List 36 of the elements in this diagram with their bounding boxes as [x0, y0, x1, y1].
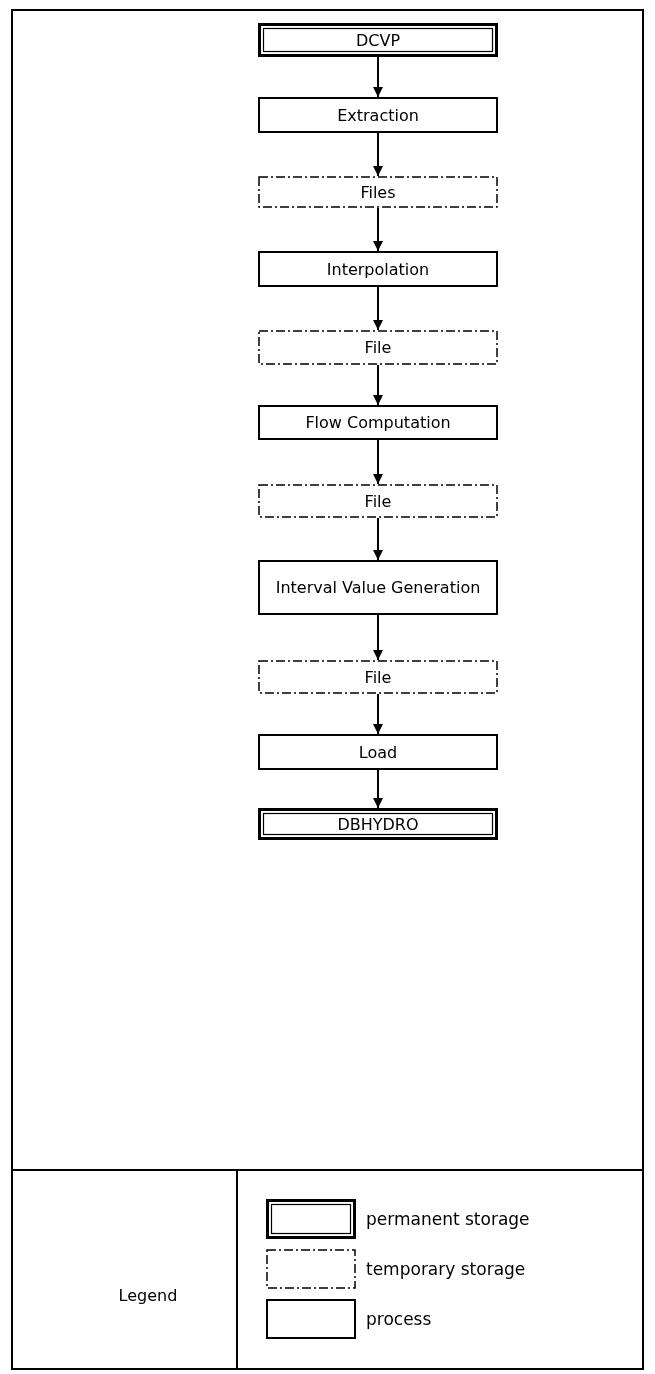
legend-label: process: [366, 1309, 432, 1329]
temporary-storage-box: [258, 176, 498, 208]
arrow: [373, 132, 383, 177]
node-label: Flow Computation: [304, 412, 452, 433]
node-label: File: [363, 490, 393, 512]
arrow: [373, 439, 383, 485]
process-box: [258, 560, 498, 615]
node-label: DCVP: [354, 29, 402, 51]
legend-heading: Legend: [117, 1286, 179, 1305]
node-label: Files: [359, 181, 397, 203]
arrow: [373, 56, 383, 98]
legend-label: permanent storage: [366, 1209, 530, 1229]
arrow: [373, 769, 383, 809]
node-label: Load: [357, 741, 399, 763]
arrow: [373, 614, 383, 661]
process-box: [258, 405, 498, 440]
node-label: Interval Value Generation: [274, 577, 482, 598]
arrow: [373, 517, 383, 561]
process-box: [258, 251, 498, 287]
node-label: File: [363, 666, 393, 688]
temporary-storage-box: [258, 484, 498, 518]
node-label: DBHYDRO: [336, 813, 420, 835]
process-box: [258, 734, 498, 770]
arrow: [373, 364, 383, 406]
legend-label: temporary storage: [366, 1259, 526, 1279]
storage-box: [258, 808, 498, 840]
arrow: [373, 207, 383, 252]
process-box: [258, 97, 498, 133]
arrow: [373, 693, 383, 735]
storage-box: [258, 23, 498, 57]
node-label: File: [363, 337, 393, 358]
node-label: Interpolation: [325, 258, 431, 280]
arrow: [373, 286, 383, 331]
temporary-storage-box: [258, 660, 498, 694]
temporary-storage-box: [258, 330, 498, 365]
node-label: Extraction: [336, 104, 420, 126]
